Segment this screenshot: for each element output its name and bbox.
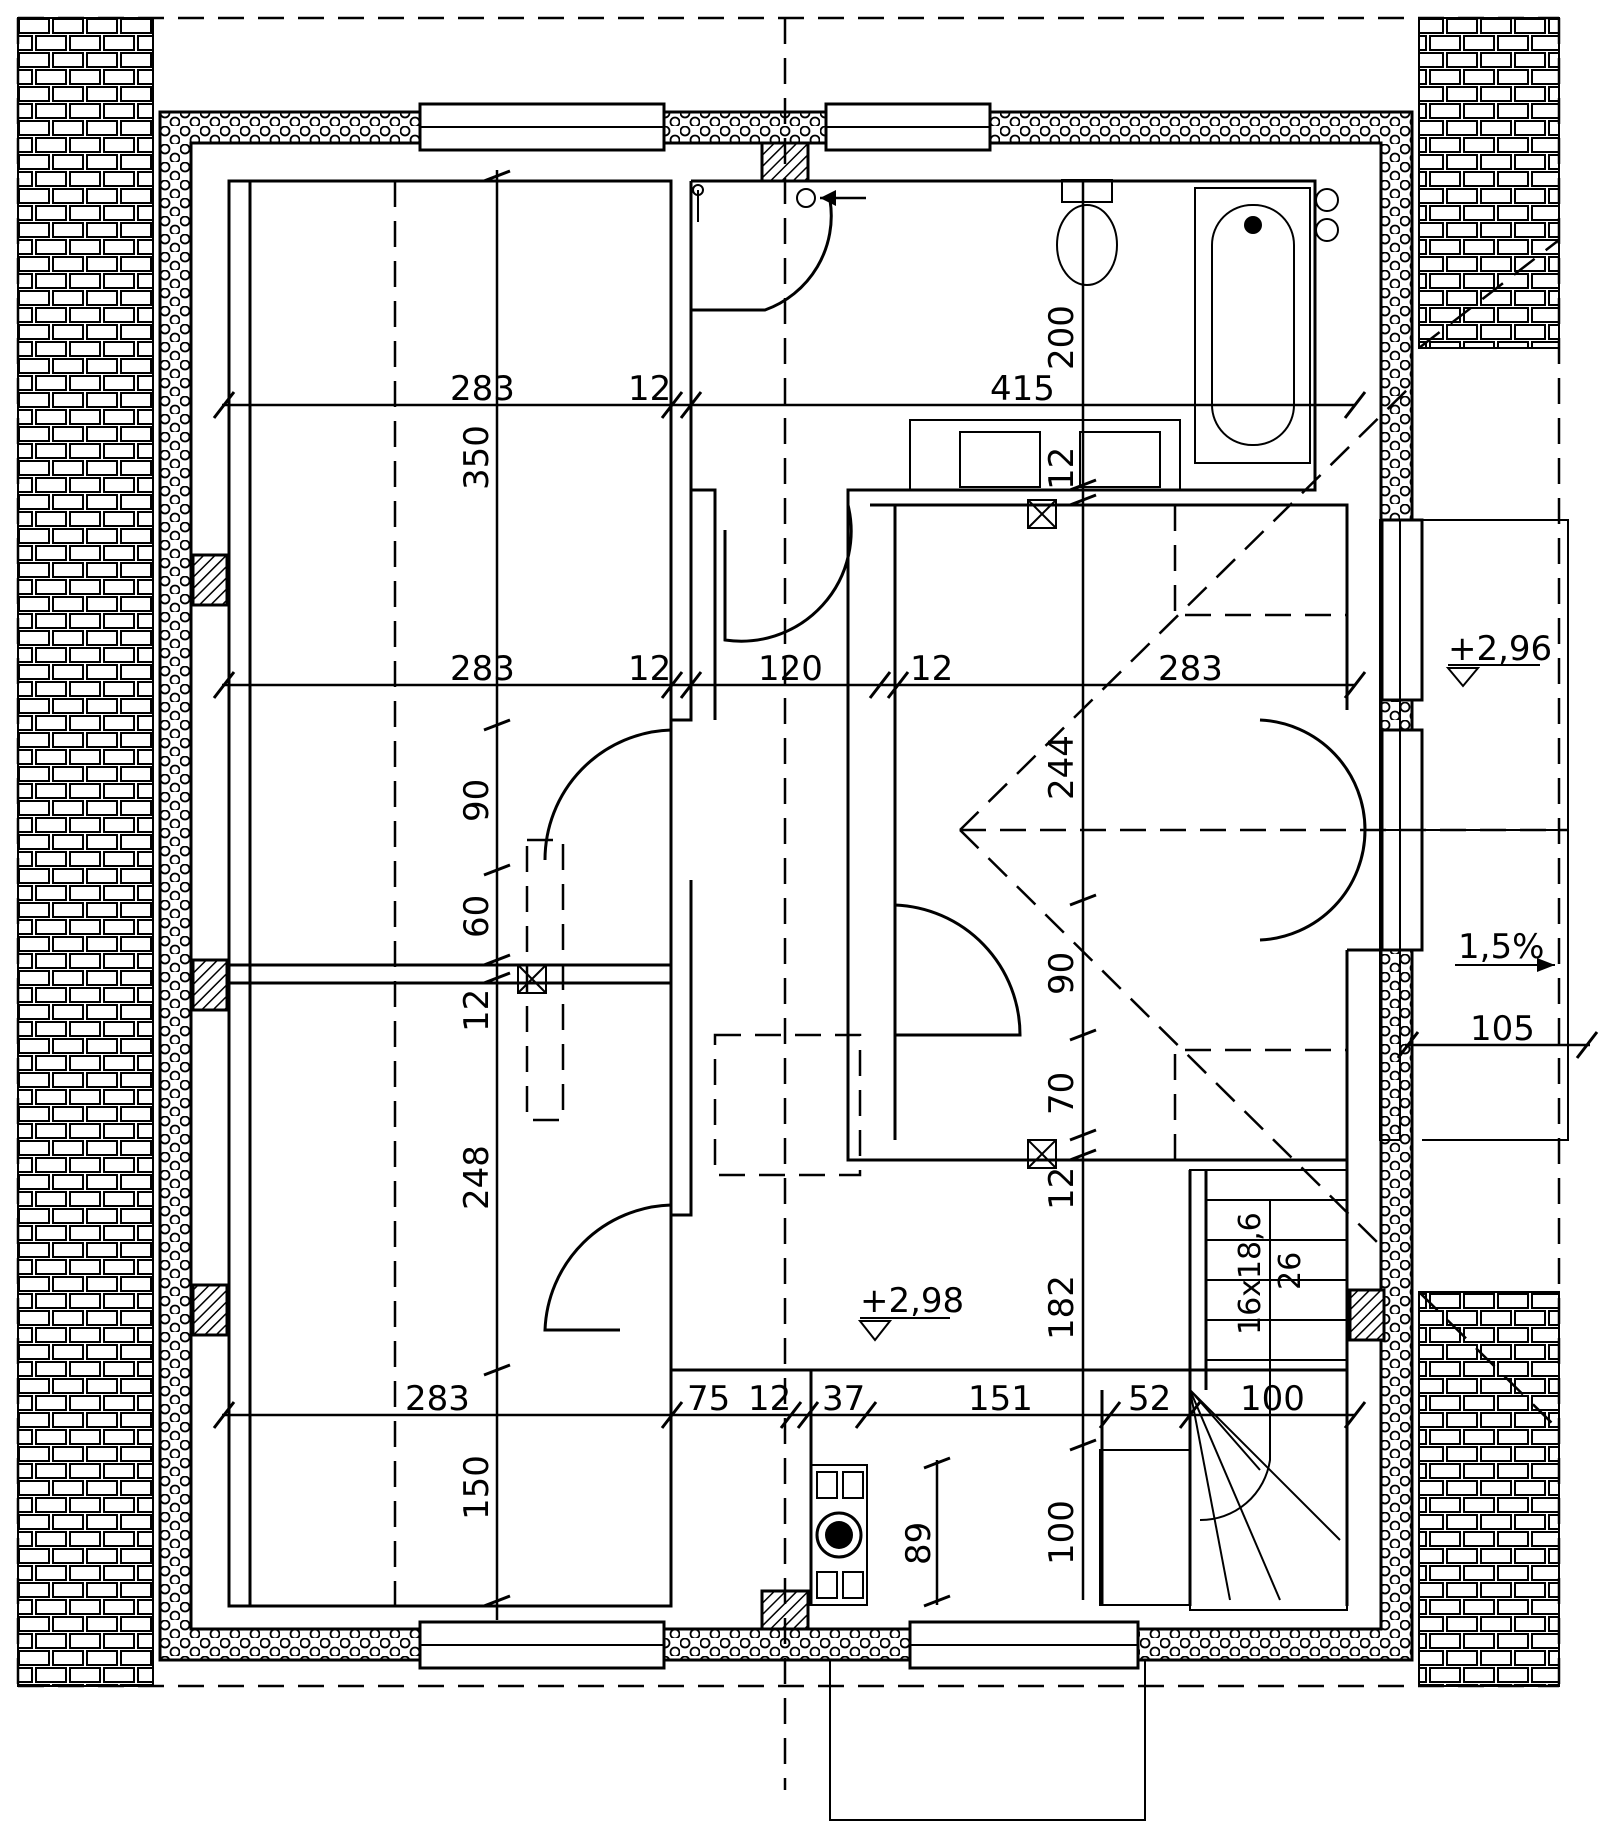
interior-partitions: [227, 179, 1380, 1608]
dim-label: 75: [687, 1379, 730, 1419]
dim-label: 248: [457, 1145, 497, 1210]
vent-markers: [517, 964, 1057, 1169]
dim-label: 120: [758, 649, 823, 689]
slope-label: 1,5%: [1458, 927, 1544, 967]
dim-label: 283: [450, 369, 515, 409]
stair-going-label: 26: [1273, 1252, 1308, 1290]
bathroom-fixtures: [692, 179, 1339, 529]
dim-label: 12: [628, 369, 671, 409]
dim-label: 12: [910, 649, 953, 689]
front-balcony: [829, 1660, 1146, 1821]
tap-icon: [1315, 188, 1339, 212]
dim-label: 200: [1042, 305, 1082, 370]
dim-label: 12: [1042, 1167, 1082, 1210]
dim-label: 60: [457, 895, 497, 938]
dim-label: 150: [457, 1455, 497, 1520]
dim-label: 70: [1042, 1072, 1082, 1115]
dim-label: 89: [899, 1522, 939, 1565]
dim-label: 37: [822, 1379, 865, 1419]
kitchen-stove: [810, 1464, 868, 1606]
dimension-lines: [212, 169, 1599, 1620]
dim-label: 244: [1042, 735, 1082, 800]
hall-level: +2,98: [860, 1281, 964, 1321]
dim-label: 283: [1158, 649, 1223, 689]
balcony-level: +2,96: [1448, 629, 1552, 669]
dim-label: 350: [457, 425, 497, 490]
dim-label: 105: [1470, 1009, 1535, 1049]
dim-label: 283: [450, 649, 515, 689]
toilet-icon: [1056, 204, 1118, 286]
dim-label: 151: [968, 1379, 1033, 1419]
roof-lines: [393, 18, 1568, 1790]
dim-label: 100: [1042, 1500, 1082, 1565]
roof-tiles: [17, 17, 1560, 1687]
dim-label: 90: [457, 779, 497, 822]
dim-label: 12: [628, 649, 671, 689]
dim-label: 90: [1042, 952, 1082, 995]
level-markers: [857, 664, 1555, 1342]
dim-label: 52: [1128, 1379, 1171, 1419]
dim-label: 12: [748, 1379, 791, 1419]
stair-steps-label: 16x18,6: [1233, 1212, 1268, 1335]
door-swings: [543, 199, 1367, 1332]
staircase: [1099, 1169, 1348, 1611]
eave-line: [16, 16, 1561, 1688]
dim-label: 283: [405, 1379, 470, 1419]
labels: 283 12 415 283 12 120 12 283 283 75 12 3…: [405, 305, 1552, 1565]
dim-label: 12: [457, 989, 497, 1032]
drain-icon: [1244, 216, 1262, 234]
dimension-ticks: [212, 169, 1599, 1608]
tap-icon: [1315, 218, 1339, 242]
dim-label: 415: [990, 369, 1055, 409]
dim-label: 100: [1240, 1379, 1305, 1419]
windows: [418, 102, 1424, 1670]
dim-label: 182: [1042, 1275, 1082, 1340]
dim-label: 12: [1042, 447, 1082, 490]
